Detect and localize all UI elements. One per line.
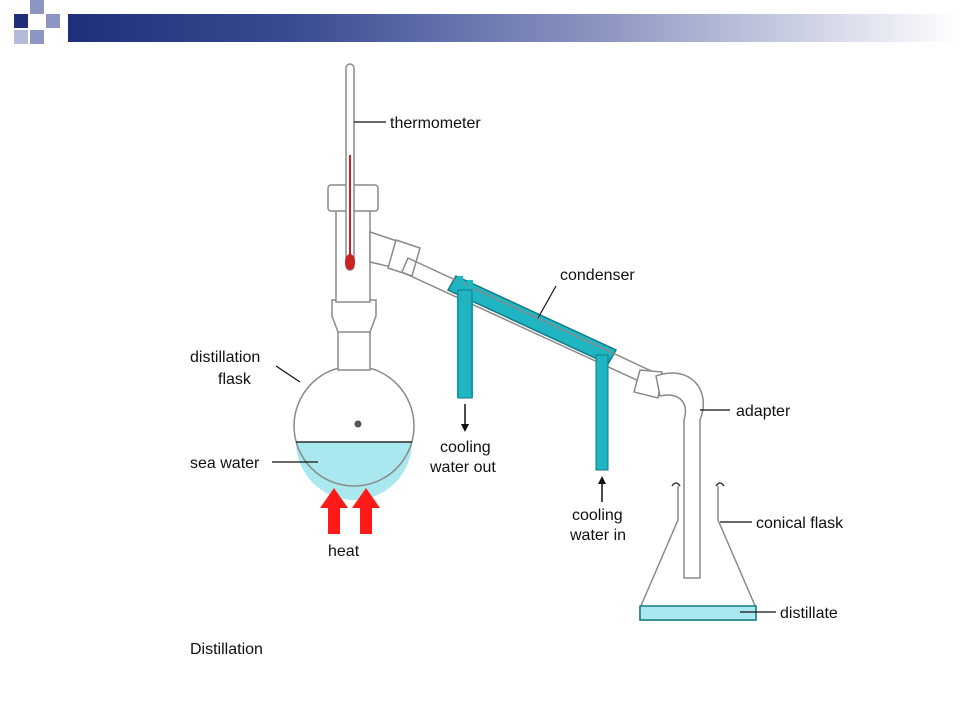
flask-neck	[337, 329, 371, 371]
water-outlet-pipe-body	[457, 289, 473, 399]
figure-caption: Distillation	[190, 641, 263, 658]
water-in-arrow-head	[598, 476, 606, 484]
heat-arrows	[320, 488, 380, 534]
leader-distillation-flask	[275, 365, 301, 383]
logo-square-light-2	[46, 14, 60, 28]
adapter	[655, 372, 705, 579]
conical-flask	[639, 482, 757, 621]
heat-arrow-right	[352, 488, 380, 534]
sea-water-fill	[296, 442, 412, 500]
label-heat: heat	[328, 543, 360, 560]
label-cooling-out-line2: water out	[429, 459, 496, 476]
label-thermometer: thermometer	[390, 115, 481, 132]
label-sea-water: sea water	[190, 455, 260, 472]
label-conical-flask: conical flask	[756, 515, 844, 532]
logo-square-light-4	[14, 30, 28, 44]
label-distillation-flask-line1: distillation	[190, 349, 260, 366]
leader-condenser	[537, 285, 557, 319]
distillation-flask	[293, 299, 415, 500]
conical-flask-lip-left	[671, 482, 681, 487]
distillate-fill	[639, 605, 757, 621]
boiling-chip	[354, 420, 362, 428]
condenser-end-joint	[633, 369, 663, 399]
label-adapter: adapter	[736, 403, 791, 420]
logo-square-dark-1	[14, 14, 28, 28]
condenser	[401, 256, 663, 471]
water-out-arrow-head	[461, 424, 469, 432]
label-cooling-out-line1: cooling	[440, 439, 491, 456]
leader-lines	[272, 121, 776, 613]
flask-joint	[331, 299, 377, 333]
label-condenser: condenser	[560, 267, 635, 284]
thermometer-bulb	[345, 254, 355, 270]
label-distillate: distillate	[780, 605, 838, 622]
title-bar	[68, 14, 960, 42]
logo-square-light-3	[30, 30, 44, 44]
label-distillation-flask-line2: flask	[218, 371, 252, 388]
water-inlet-pipe	[595, 354, 609, 471]
label-cooling-in-line2: water in	[569, 527, 626, 544]
cooling-jacket	[446, 275, 618, 365]
heat-arrow-left	[320, 488, 348, 534]
conical-flask-lip-right	[715, 482, 725, 487]
adapter-tube	[655, 372, 705, 579]
still-head	[327, 184, 421, 303]
logo-square-light-1	[30, 0, 44, 14]
label-cooling-in-line1: cooling	[572, 507, 623, 524]
thermometer	[345, 63, 355, 271]
